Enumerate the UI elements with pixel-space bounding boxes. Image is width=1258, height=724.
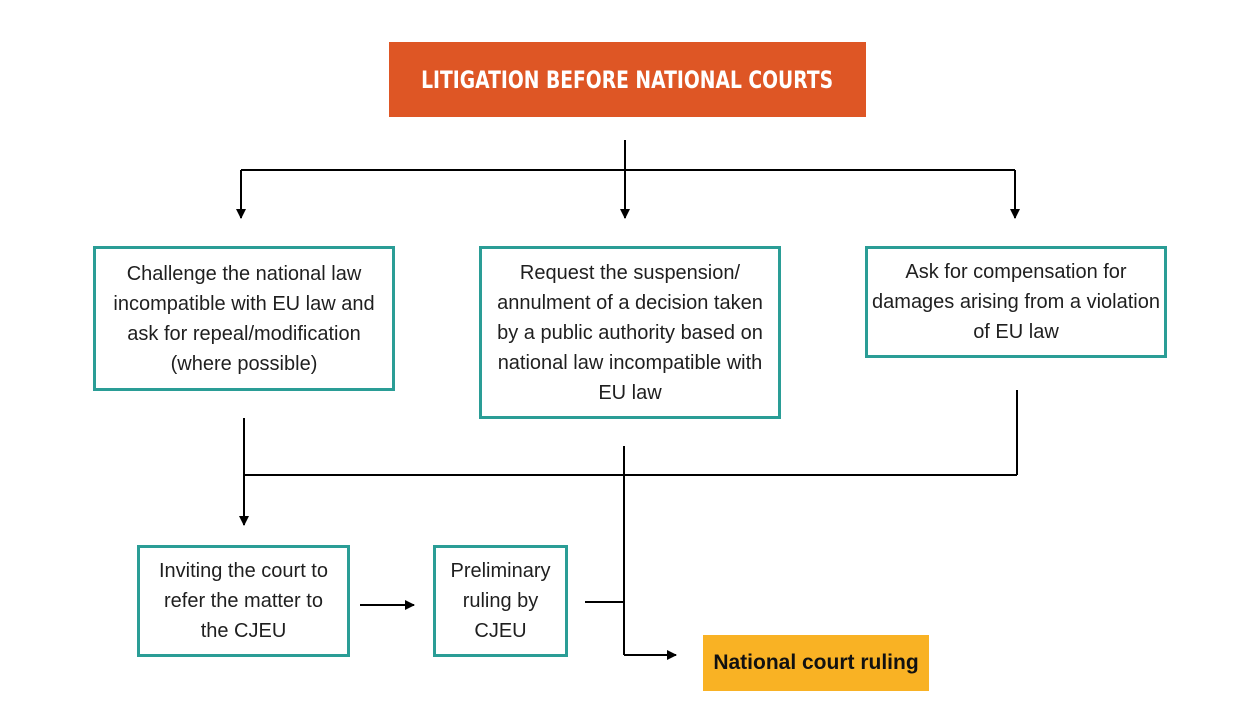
- option-text-challenge-law: Challenge the national law incompatible …: [113, 262, 375, 375]
- option-text-compensation: Ask for compensation for damages arising…: [872, 261, 1160, 343]
- option-box-request-suspension: Request the suspension/ annulment of a d…: [479, 246, 781, 419]
- option-box-challenge-law: Challenge the national law incompatible …: [93, 246, 395, 391]
- option-box-compensation: Ask for compensation for damages arising…: [865, 246, 1167, 358]
- title-box: LITIGATION BEFORE NATIONAL COURTS: [389, 42, 866, 117]
- option-text-request-suspension: Request the suspension/ annulment of a d…: [497, 261, 763, 404]
- preliminary-ruling-box: Preliminary ruling by CJEU: [433, 545, 568, 657]
- referral-box: Inviting the court to refer the matter t…: [137, 545, 350, 657]
- preliminary-ruling-text: Preliminary ruling by CJEU: [450, 560, 551, 642]
- result-text: National court ruling: [713, 651, 919, 674]
- result-box: National court ruling: [703, 635, 929, 691]
- referral-text: Inviting the court to refer the matter t…: [159, 560, 328, 642]
- title-text: LITIGATION BEFORE NATIONAL COURTS: [421, 65, 834, 94]
